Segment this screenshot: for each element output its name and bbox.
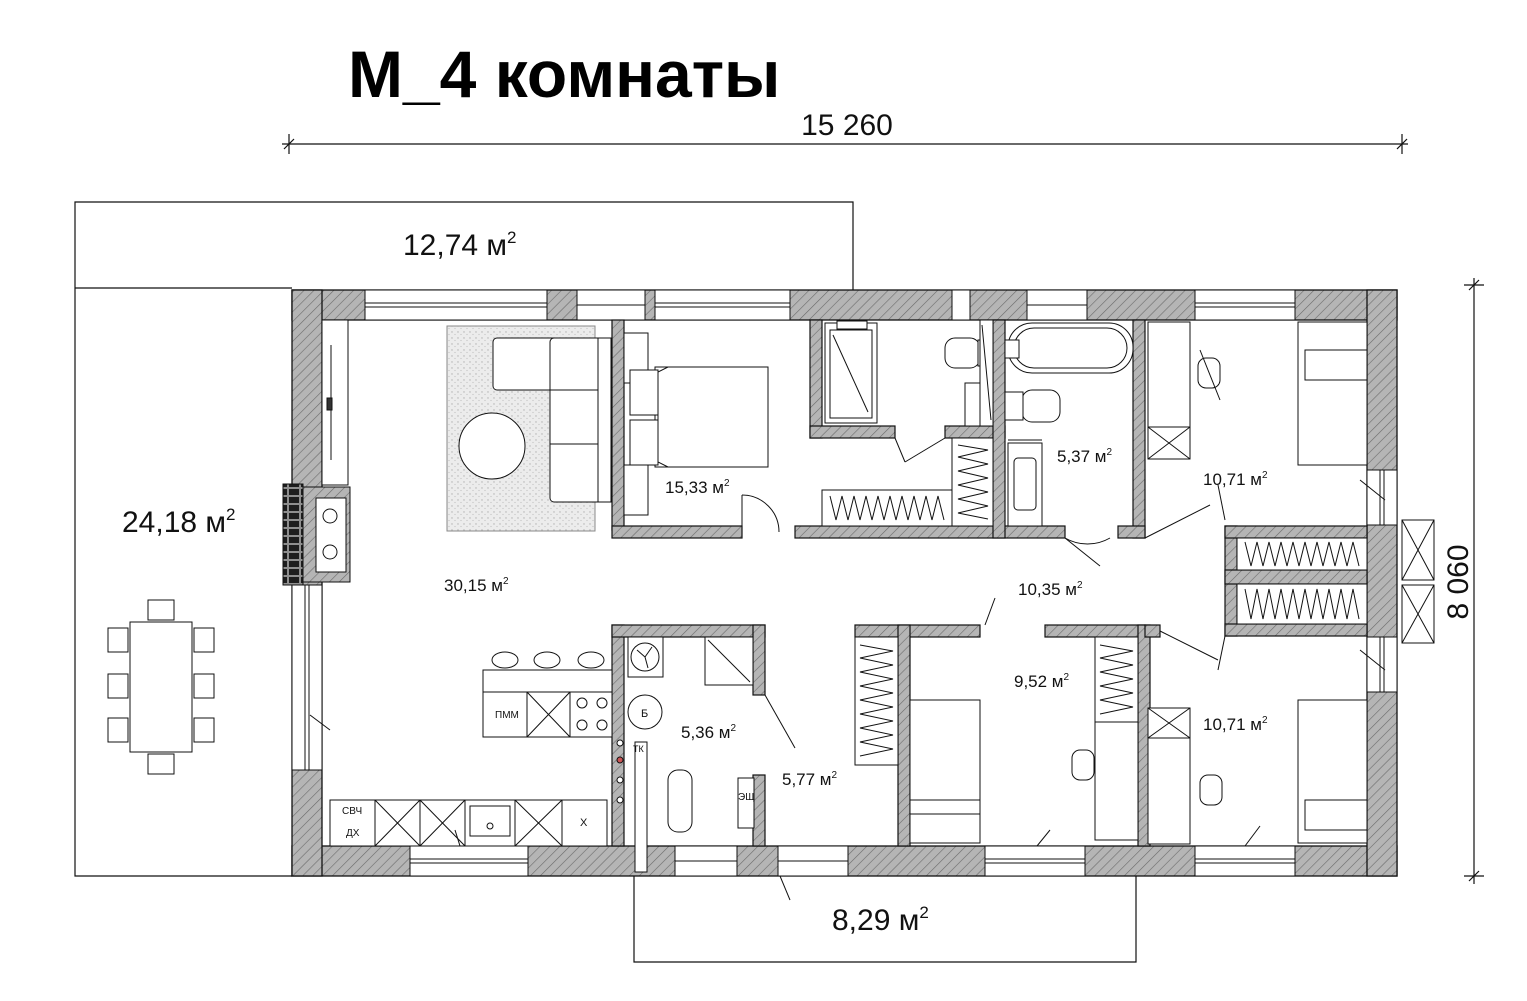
bathroom-fixtures (824, 319, 1134, 527)
microwave-label: СВЧ (342, 806, 362, 817)
hood-label: ДХ (346, 828, 360, 839)
dining-table (107, 599, 215, 775)
boiler-label: Б (641, 708, 648, 720)
master-bedroom-furniture (623, 332, 769, 516)
width-dimension (282, 134, 1408, 154)
kitchen (329, 651, 613, 847)
living-furniture (321, 319, 612, 532)
dishwasher-label: ПММ (495, 710, 519, 721)
terrace-bottom-area: 8,29 м2 (832, 903, 929, 937)
se-bedroom-furniture (1147, 699, 1368, 845)
room-hall-area: 10,35 м2 (1018, 580, 1083, 599)
plan-title: М_4 комнаты (348, 37, 780, 111)
height-dimension (1464, 278, 1484, 884)
room-entry-area: 5,77 м2 (782, 770, 838, 789)
wardrobes (821, 437, 1368, 766)
room-boiler-area: 5,36 м2 (681, 723, 737, 742)
fireplace (282, 483, 351, 586)
fridge-label: Х (580, 817, 588, 829)
utility-label: ТК (633, 744, 644, 754)
interior-walls (611, 319, 1368, 847)
room-bedroom-ne-area: 10,71 м2 (1203, 470, 1268, 489)
width-dimension-label: 15 260 (801, 109, 893, 142)
room-bedroom-master-area: 15,33 м2 (665, 478, 730, 497)
boiler-fixtures (616, 636, 755, 873)
room-bathroom-area: 5,37 м2 (1057, 447, 1113, 466)
room-bedroom-se-area: 10,71 м2 (1203, 715, 1268, 734)
terrace-top-area: 12,74 м2 (403, 228, 517, 262)
ne-bedroom-furniture (1147, 321, 1368, 466)
doors (309, 437, 1386, 901)
windows (291, 289, 1435, 877)
terrace-left-area: 24,18 м2 (122, 505, 236, 539)
terraces (74, 201, 1137, 963)
height-dimension-label: 8 060 (1442, 544, 1475, 619)
electric-panel-label: ЭЩ (738, 792, 755, 803)
room-bedroom-middle-area: 9,52 м2 (1014, 672, 1070, 691)
room-living-kitchen-area: 30,15 м2 (444, 576, 509, 595)
middle-bedroom-furniture (909, 699, 1139, 844)
